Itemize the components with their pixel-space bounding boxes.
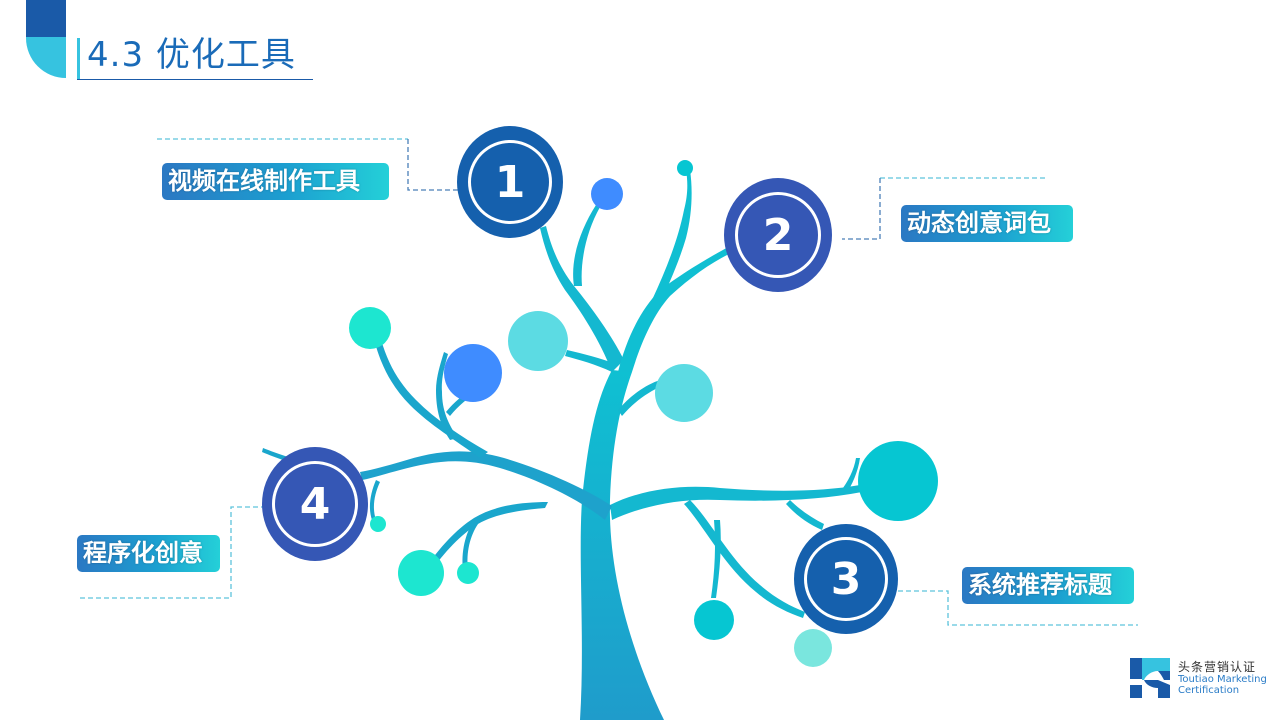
- leaf-circle: [370, 516, 386, 532]
- leaf-circle: [444, 344, 502, 402]
- title-underline: [77, 79, 313, 80]
- step-3-circle: 3: [794, 524, 898, 634]
- leaf-circle: [508, 311, 568, 371]
- leaf-circle: [655, 364, 713, 422]
- tree-leaves: [349, 160, 938, 667]
- leaf-circle: [398, 550, 444, 596]
- logo-en-line1: Toutiao Marketing: [1178, 674, 1267, 685]
- leaf-circle: [794, 629, 832, 667]
- logo-cn-text: 头条营销认证: [1178, 660, 1257, 674]
- corner-decoration: [26, 0, 66, 78]
- step-1-circle: 1: [457, 126, 563, 238]
- title-accent-bar: [77, 38, 80, 80]
- toutiao-logo-icon: [1130, 658, 1170, 698]
- leaf-circle: [591, 178, 623, 210]
- step-4-label: 程序化创意: [77, 535, 220, 572]
- step-4-circle: 4: [262, 447, 368, 561]
- page-title: 4.3 优化工具: [87, 35, 296, 75]
- step-3-label: 系统推荐标题: [962, 567, 1134, 604]
- step-4-number: 4: [299, 478, 331, 530]
- connector-lines: [80, 138, 1138, 626]
- leaf-circle: [694, 600, 734, 640]
- leaf-circle: [457, 562, 479, 584]
- step-2-label: 动态创意词包: [901, 205, 1073, 242]
- step-1-number: 1: [494, 156, 526, 208]
- logo-en-line2: Certification: [1178, 685, 1240, 696]
- footer-logo-text: 头条营销认证 Toutiao Marketing Certification: [1178, 660, 1267, 696]
- leaf-circle: [349, 307, 391, 349]
- step-2-number: 2: [762, 209, 794, 261]
- step-1-label: 视频在线制作工具: [162, 163, 389, 200]
- leaf-circle: [858, 441, 938, 521]
- step-3-number: 3: [830, 553, 862, 605]
- step-2-circle: 2: [724, 178, 832, 292]
- leaf-circle: [677, 160, 693, 176]
- corner-block-dark: [26, 0, 66, 37]
